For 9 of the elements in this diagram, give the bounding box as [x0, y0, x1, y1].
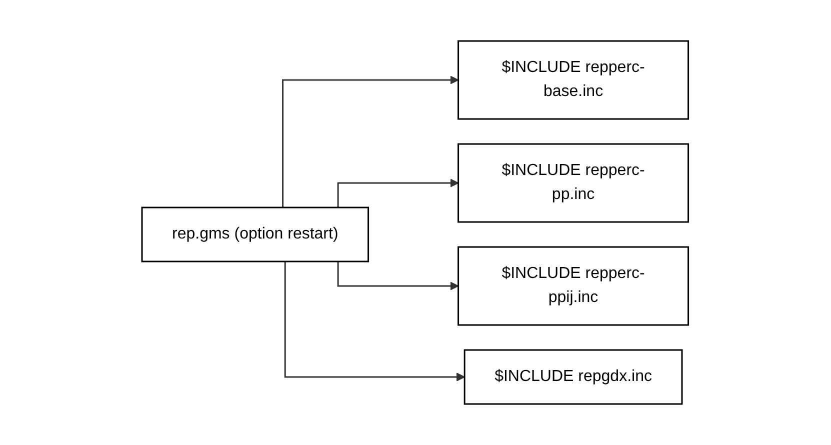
node-box: rep.gms (option restart)	[142, 206, 370, 262]
arrow	[338, 178, 460, 208]
arrow	[284, 262, 466, 382]
node-box: $INCLUDE repperc-pp.inc	[458, 143, 690, 223]
node-box: $INCLUDE repgdx.inc	[464, 349, 684, 405]
arrow	[338, 262, 460, 290]
node-box: $INCLUDE repperc-ppij.inc	[458, 246, 690, 326]
arrow	[282, 76, 460, 208]
node-box: $INCLUDE repperc-base.inc	[458, 40, 690, 120]
